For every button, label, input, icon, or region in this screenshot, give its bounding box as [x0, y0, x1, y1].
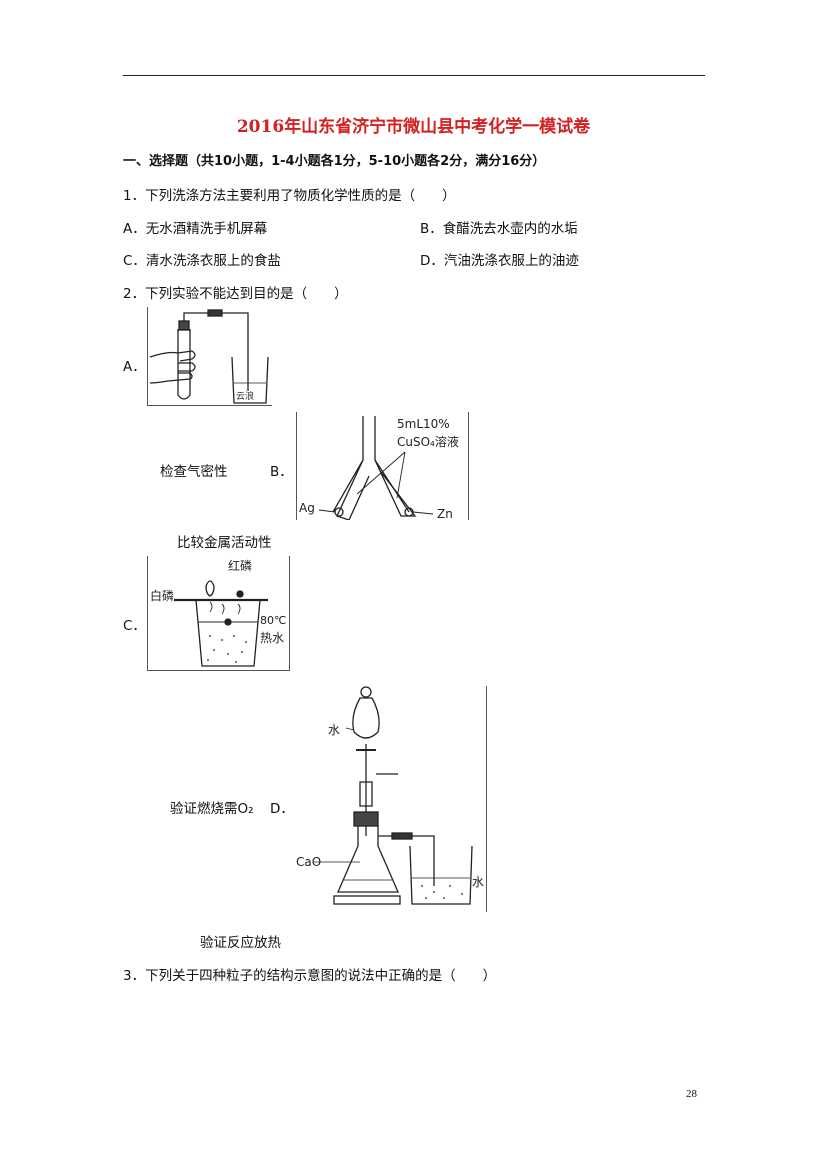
temperature-label: 80℃ — [260, 614, 286, 627]
hot-water-label: 热水 — [260, 631, 284, 645]
header-rule — [123, 75, 705, 76]
white-phosphorus-label: 白磷 — [150, 588, 174, 603]
beaker-water-label: 水 — [472, 875, 484, 889]
q1-option-a: A．无水酒精洗手机屏幕 — [123, 221, 268, 237]
q2-option-a-caption: 检查气密性 — [160, 464, 228, 480]
right-metal-label: Zn — [437, 507, 453, 520]
q2-option-d-label: D． — [270, 801, 294, 817]
funnel-water-label: 水 — [328, 723, 340, 737]
page-number: 28 — [686, 1088, 697, 1100]
svg-text:云浪: 云浪 — [236, 390, 254, 402]
q2-stem: 2．下列实验不能达到目的是（ ） — [123, 286, 348, 302]
section-heading: 一、选择题（共10小题，1-4小题各1分，5-10小题各2分，满分16分） — [123, 154, 546, 169]
q1-option-b: B．食醋洗去水壶内的水垢 — [420, 221, 578, 237]
q1-option-c: C．清水洗涤衣服上的食盐 — [123, 253, 281, 269]
metal-activity-figure: 5mL10% CuSO₄溶液 Ag Zn — [296, 412, 469, 520]
q2-option-b-caption: 比较金属活动性 — [177, 535, 272, 551]
combustion-figure: 白磷 红磷 80℃ 热水 — [147, 556, 290, 671]
q2-option-a-label: A． — [123, 359, 146, 375]
q2-option-c-caption: 验证燃烧需O₂ — [170, 801, 254, 817]
q3-stem: 3．下列关于四种粒子的结构示意图的说法中正确的是（ ） — [123, 968, 497, 984]
airtightness-figure: 云浪 — [147, 307, 272, 406]
reagent-line2: CuSO₄溶液 — [397, 434, 459, 449]
reagent-line1: 5mL10% — [397, 417, 450, 431]
red-phosphorus-label: 红磷 — [228, 558, 252, 573]
q1-stem: 1．下列洗涤方法主要利用了物质化学性质的是（ ） — [123, 188, 456, 204]
exothermic-figure: 水 CaO 水 — [294, 686, 487, 912]
q2-option-d-caption: 验证反应放热 — [200, 935, 281, 951]
q2-option-b-label: B． — [270, 464, 293, 480]
cao-label: CaO — [296, 855, 321, 869]
page-title: 2016年山东省济宁市微山县中考化学一模试卷 — [236, 117, 591, 137]
q2-option-c-label: C． — [123, 618, 146, 634]
left-metal-label: Ag — [299, 501, 315, 515]
q1-option-d: D．汽油洗涤衣服上的油迹 — [420, 253, 579, 269]
